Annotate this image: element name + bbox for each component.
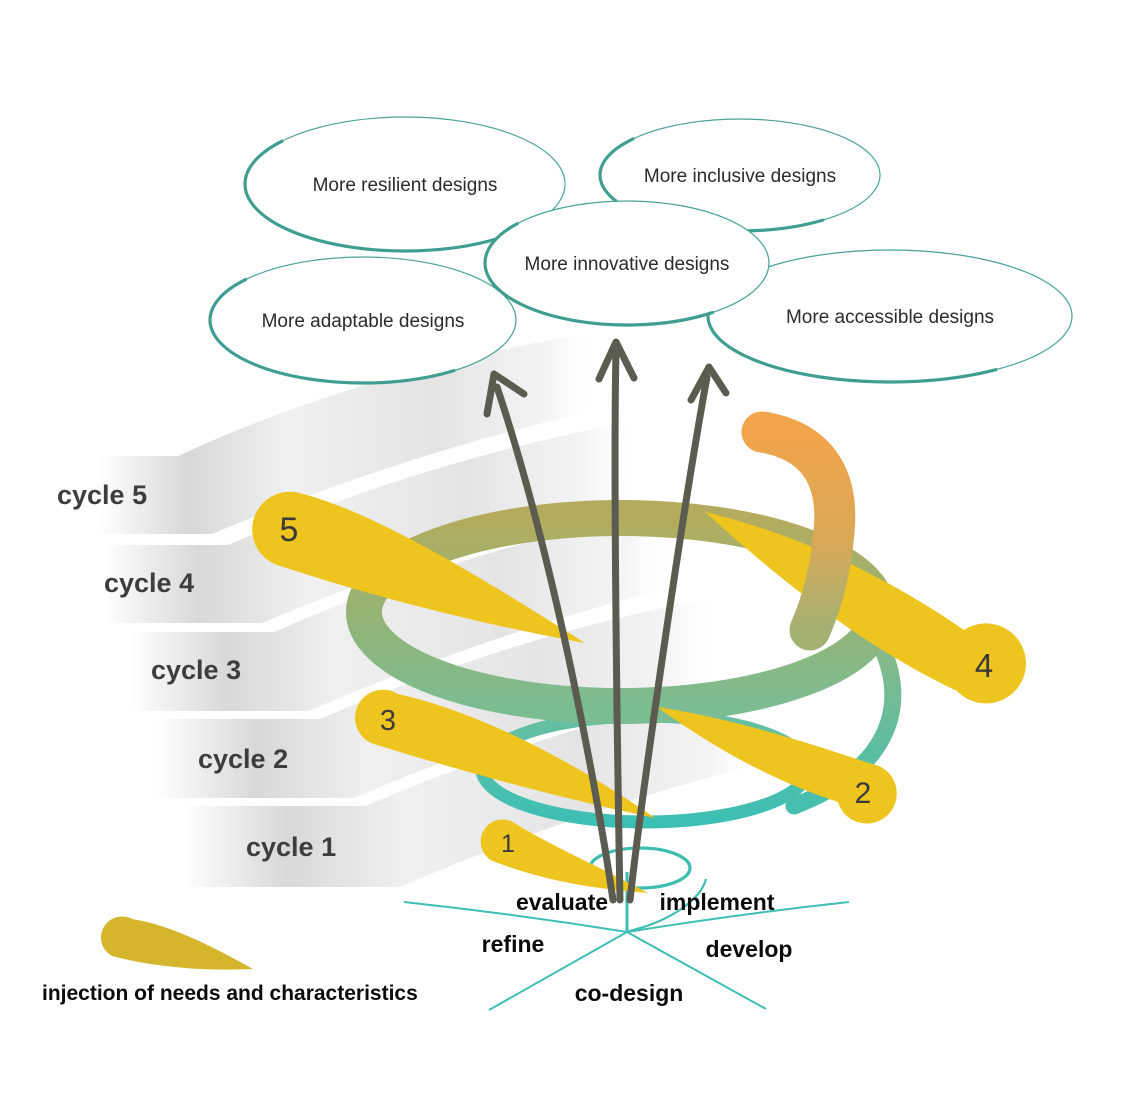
injection-number-2: 2 [855, 777, 872, 810]
bubble-resilient-accent [243, 115, 567, 253]
phase-label-refine: refine [482, 931, 545, 957]
bubble-adaptable: More adaptable designs [208, 255, 518, 385]
bubble-accessible-label: More accessible designs [786, 307, 994, 328]
cycle-band-1 [182, 684, 768, 887]
phase-label-develop: develop [706, 936, 793, 962]
bubble-accessible-accent [706, 248, 1074, 384]
phase-line-lower-left [488, 931, 628, 1011]
bubble-accessible: More accessible designs [706, 248, 1074, 384]
cycle-label-2: cycle 2 [198, 744, 288, 774]
injection-number-4: 4 [975, 647, 993, 684]
bubble-innovative: More innovative designs [483, 199, 771, 327]
bubble-resilient-label: More resilient designs [313, 175, 498, 196]
upward-arrow-left-shaft [493, 383, 617, 904]
injection-numbers: 5 4 3 2 1 [280, 511, 994, 858]
phase-labels: evaluate implement refine develop co-des… [482, 889, 793, 1006]
injection-swoosh-5 [252, 491, 586, 643]
upward-arrow-right-head [687, 363, 730, 404]
upward-arrow-middle-shaft [611, 348, 624, 904]
cycle-label-5: cycle 5 [57, 480, 147, 510]
cycle-band-3 [129, 508, 678, 711]
injection-swoosh-2 [657, 707, 897, 824]
bubble-resilient: More resilient designs [243, 115, 567, 253]
phase-line-lower-right [626, 931, 767, 1010]
upward-arrow-middle-head [595, 338, 638, 383]
spiral-hook [741, 411, 856, 651]
injection-number-1: 1 [501, 830, 515, 858]
phase-label-evaluate: evaluate [516, 889, 608, 915]
legend: injection of needs and characteristics [42, 916, 418, 1005]
bubble-innovative-accent [483, 199, 771, 327]
phase-line-upper-left [403, 901, 628, 933]
legend-label: injection of needs and characteristics [42, 982, 418, 1005]
bubble-inclusive-label: More inclusive designs [644, 166, 836, 187]
bubble-innovative-label: More innovative designs [525, 254, 730, 275]
injection-swoosh-3 [355, 689, 655, 818]
spiral-tail-curve [628, 878, 708, 933]
legend-swoosh [100, 916, 253, 970]
cycle-label-1: cycle 1 [246, 832, 336, 862]
outcome-bubbles: More resilient designs More inclusive de… [208, 115, 1074, 385]
cycle-labels: cycle 5 cycle 4 cycle 3 cycle 2 cycle 1 [57, 480, 336, 862]
phase-label-implement: implement [659, 889, 774, 915]
injection-number-5: 5 [280, 511, 299, 549]
phase-lines [403, 901, 850, 1011]
bubble-adaptable-label: More adaptable designs [262, 311, 465, 332]
cycle-label-3: cycle 3 [151, 655, 241, 685]
bubble-adaptable-accent [208, 255, 518, 385]
upward-arrow-left-head [483, 370, 528, 418]
cycle-band-5 [98, 332, 598, 534]
cycle-label-4: cycle 4 [104, 568, 194, 598]
injection-number-3: 3 [380, 705, 396, 737]
upward-arrow-right-shaft [626, 373, 711, 904]
phase-label-codesign: co-design [575, 980, 684, 1006]
upward-arrows [483, 338, 730, 904]
injection-swoosh-4 [705, 512, 1026, 704]
phase-line-upper-right [626, 901, 850, 933]
